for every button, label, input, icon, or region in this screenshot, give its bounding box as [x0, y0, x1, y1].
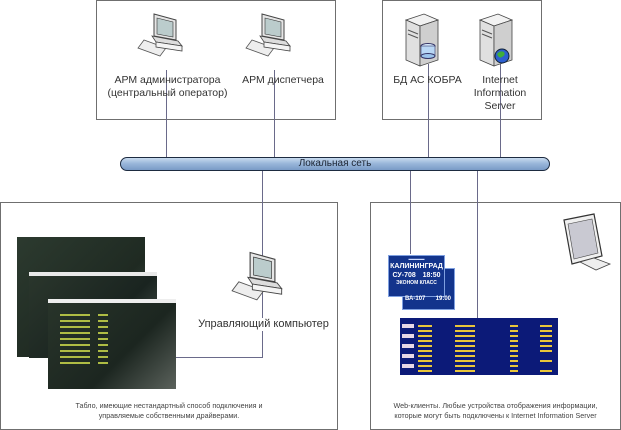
db-server-label: БД АС КОБРА [393, 74, 462, 86]
local-network-label: Локальная сеть [298, 158, 372, 169]
board-text-rows [60, 314, 108, 364]
gate-display-second-row: ВА-107 19:00 [405, 296, 451, 302]
database-server-icon [404, 13, 440, 67]
admin-workstation-label: АРМ администратора (центральный оператор… [107, 74, 228, 99]
link-controller-boards-h [175, 357, 263, 358]
workstation-icon [137, 13, 183, 57]
web-flight-table-rows [402, 324, 552, 372]
link-dispatcher [274, 70, 275, 158]
link-db [428, 64, 429, 158]
dispatcher-workstation-label: АРМ диспетчера [242, 74, 324, 86]
workstations-group [96, 0, 336, 120]
lcd-monitor-icon [563, 213, 612, 271]
local-network-bus: Локальная сеть [120, 157, 550, 171]
custom-boards-caption: Табло, имеющие нестандартный способ подк… [75, 401, 263, 420]
workstation-icon [231, 251, 283, 301]
controller-label: Управляющий компьютер [196, 318, 331, 331]
link-gate-display [410, 170, 411, 254]
link-web-table [477, 170, 478, 318]
web-server-icon [478, 13, 514, 67]
iis-server-label: Internet Information Server [473, 74, 527, 112]
web-clients-caption: Web-клиенты. Любые устройства отображени… [393, 401, 598, 420]
link-admin [166, 70, 167, 158]
workstation-icon [245, 13, 291, 57]
gate-display: ▬▬▬▬ КАЛИНИНГРАД СУ-708 18:50 ЭКОНОМ КЛА… [388, 255, 445, 297]
link-iis [500, 64, 501, 158]
